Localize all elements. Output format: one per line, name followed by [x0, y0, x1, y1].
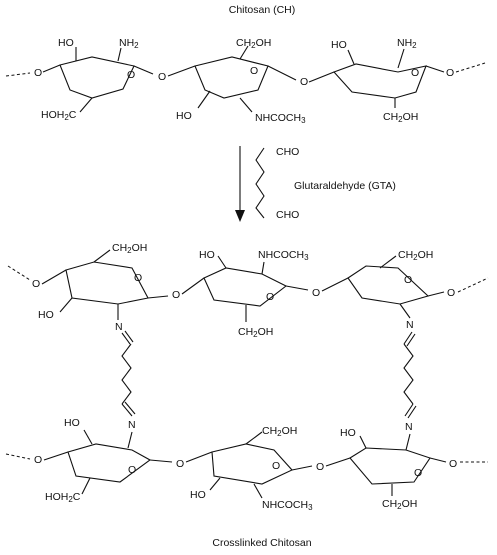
chain-end-left: [5, 453, 31, 460]
amine-label: NH2: [397, 37, 417, 50]
glycosidic-oxygen: O: [176, 458, 184, 470]
imine-nitrogen: N: [405, 421, 413, 433]
hydroxymethyl-label: CH2OH: [383, 111, 418, 124]
glutaraldehyde-structure: CHO CHO Glutaraldehyde (GTA): [255, 146, 396, 221]
hydroxyl-label: HO: [190, 489, 206, 501]
ring-oxygen: O: [414, 467, 422, 479]
ring-oxygen: O: [266, 291, 274, 303]
hydroxymethyl-label: HOH2C: [41, 109, 77, 122]
ring-oxygen: O: [250, 65, 258, 77]
hydroxymethyl-label: CH2OH: [238, 326, 273, 339]
ring-oxygen: O: [411, 67, 419, 79]
imine-nitrogen: N: [128, 419, 136, 431]
hydroxyl-label: HO: [58, 37, 74, 49]
glycosidic-oxygen: O: [34, 67, 42, 79]
aldehyde-label: CHO: [276, 209, 299, 221]
glycosidic-oxygen: O: [34, 454, 42, 466]
glycosidic-oxygen: O: [316, 461, 324, 473]
glucosamine-ring-3: [333, 63, 427, 99]
hydroxyl-label: HO: [340, 427, 356, 439]
chitosan-title: Chitosan (CH): [229, 4, 296, 16]
glucosamine-ring-1: [59, 56, 135, 99]
aldehyde-label: CHO: [276, 146, 299, 158]
ring-oxygen: O: [404, 274, 412, 286]
imine-nitrogen: N: [115, 321, 123, 333]
glucosamine-ring-2: [194, 56, 269, 99]
hydroxymethyl-label: HOH2C: [45, 491, 81, 504]
crosslinked-chain-lower: O O HO HOH2C O O CH2OH HO NHCOCH3 O O HO…: [5, 417, 488, 512]
acetamido-label: NHCOCH3: [255, 112, 306, 125]
crosslink-left: N N: [115, 321, 136, 431]
ring-oxygen: O: [128, 464, 136, 476]
glucosamine-ring-d: [67, 443, 152, 483]
ring-oxygen: O: [272, 460, 280, 472]
glycosidic-oxygen: O: [446, 67, 454, 79]
chain-end-left: [5, 72, 31, 77]
hydroxyl-label: HO: [199, 249, 215, 261]
hydroxyl-label: HO: [331, 39, 347, 51]
crosslink-right: N N: [403, 319, 417, 433]
crosslinked-chitosan-title: Crosslinked Chitosan: [212, 537, 311, 549]
amine-label: NH2: [119, 37, 139, 50]
chain-end-left: [7, 265, 31, 281]
crosslinked-chain-upper: O O CH2OH HO O O HO NHCOCH3 CH2OH O O CH…: [7, 242, 489, 339]
imine-nitrogen: N: [406, 319, 414, 331]
hydroxymethyl-label: CH2OH: [262, 425, 297, 438]
glucosamine-ring-c: [347, 265, 430, 305]
hydroxyl-label: HO: [38, 309, 54, 321]
acetamido-label: NHCOCH3: [262, 499, 313, 512]
hydroxymethyl-label: CH2OH: [236, 37, 271, 50]
hydroxyl-label: HO: [64, 417, 80, 429]
glycosidic-oxygen: O: [32, 278, 40, 290]
chain-end-right: [455, 62, 486, 73]
hydroxymethyl-label: CH2OH: [112, 242, 147, 255]
reagent-name: Glutaraldehyde (GTA): [294, 180, 396, 192]
hydroxyl-label: HO: [176, 110, 192, 122]
glycosidic-oxygen: O: [447, 287, 455, 299]
acetamido-label: NHCOCH3: [258, 249, 309, 262]
arrow-head: [235, 210, 245, 222]
ring-oxygen: O: [127, 69, 135, 81]
hydroxymethyl-label: CH2OH: [382, 498, 417, 511]
glycosidic-oxygen: O: [172, 289, 180, 301]
glycosidic-oxygen: O: [449, 458, 457, 470]
glycosidic-oxygen: O: [300, 76, 308, 88]
chitosan-chain-top: O O HO NH2 HOH2C O O CH2OH HO NHCOCH3 O …: [5, 37, 486, 125]
hydroxymethyl-label: CH2OH: [398, 249, 433, 262]
glycosidic-oxygen: O: [312, 287, 320, 299]
glycosidic-oxygen: O: [158, 71, 166, 83]
chain-end-right: [457, 277, 489, 293]
ring-oxygen: O: [134, 272, 142, 284]
reaction-arrow: [235, 146, 245, 222]
